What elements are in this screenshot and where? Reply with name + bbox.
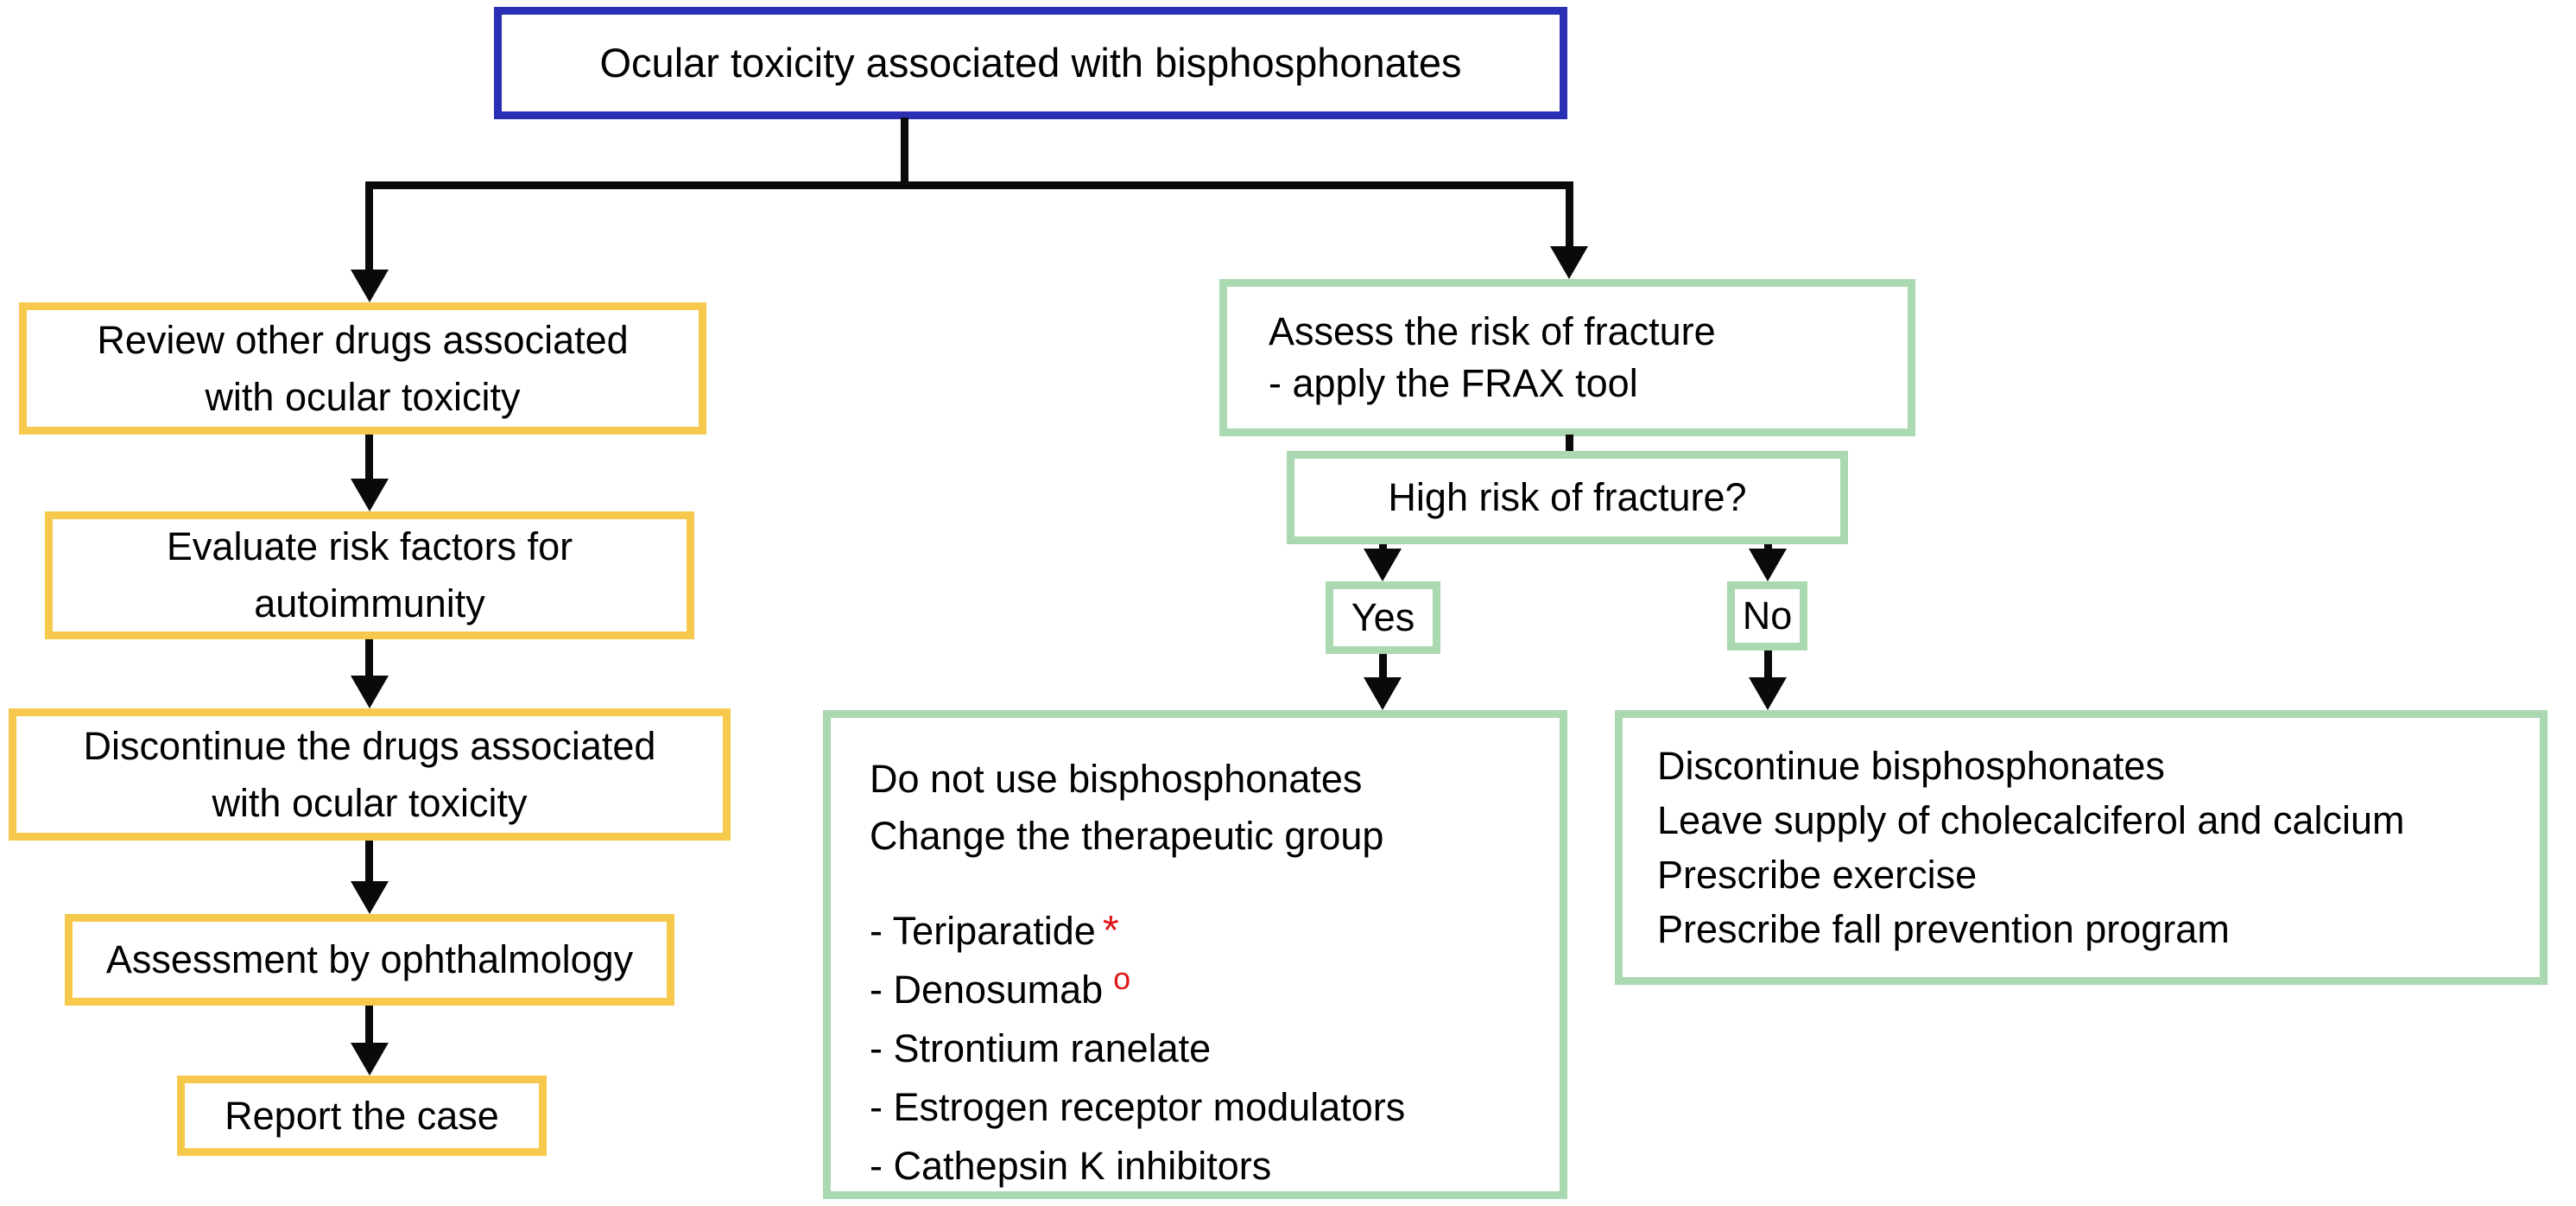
no-outcome-line-3: Prescribe exercise [1657, 853, 1978, 897]
arrowhead-question-no [1749, 549, 1787, 581]
connector-review-evaluate [365, 435, 373, 479]
list-item-text: - Estrogen receptor modulators [870, 1085, 1406, 1129]
node-title: Ocular toxicity associated with bisphosp… [494, 7, 1567, 119]
arrowhead-right-branch [1550, 246, 1588, 279]
node-high-risk-question: High risk of fracture? [1287, 451, 1848, 544]
node-discontinue-drugs: Discontinue the drugs associated with oc… [9, 708, 731, 841]
assessment-label: Assessment by ophthalmology [105, 937, 634, 981]
node-evaluate-risk: Evaluate risk factors for autoimmunity [45, 511, 694, 639]
list-item-strontium: - Strontium ranelate [870, 1019, 1405, 1078]
connector-branch-bar [367, 181, 1573, 189]
review-line-1: Review other drugs associated [97, 317, 629, 362]
superscript-o-marker: o [1113, 961, 1131, 996]
list-item-teriparatide: - Teriparatide* [870, 901, 1405, 961]
arrowhead-review-evaluate [351, 479, 389, 511]
connector-discontinue-assessment [365, 841, 373, 881]
arrowhead-discontinue-assessment [351, 881, 389, 914]
connector-trunk [901, 117, 908, 189]
alternative-drug-list: - Teriparatide* - Denosumab o - Strontium… [870, 901, 1405, 1196]
list-item-cathepsin-k: - Cathepsin K inhibitors [870, 1137, 1405, 1196]
arrowhead-yes-outcome [1364, 677, 1402, 710]
no-label: No [1742, 593, 1793, 638]
node-report-case: Report the case [177, 1076, 547, 1156]
no-outcome-line-1: Discontinue bisphosphonates [1657, 744, 2165, 788]
arrowhead-question-yes [1364, 549, 1402, 581]
review-line-2: with ocular toxicity [205, 374, 521, 419]
yes-outcome-intro-1: Do not use bisphosphonates [870, 757, 1363, 801]
asterisk-marker: * [1102, 907, 1119, 954]
connector-assessment-report [365, 1006, 373, 1043]
node-no: No [1727, 581, 1807, 651]
assess-line-1: Assess the risk of fracture [1269, 309, 1716, 353]
yes-outcome-intro-2: Change the therapeutic group [870, 814, 1384, 858]
list-item-denosumab: - Denosumab o [870, 961, 1405, 1019]
connector-evaluate-discontinue [365, 639, 373, 676]
connector-no-outcome [1764, 651, 1772, 677]
no-outcome-line-4: Prescribe fall prevention program [1657, 907, 2230, 951]
evaluate-line-1: Evaluate risk factors for [166, 524, 573, 568]
node-yes: Yes [1326, 581, 1440, 654]
yes-outcome-intro: Do not use bisphosphonates Change the th… [870, 751, 1383, 865]
connector-question-no [1764, 544, 1772, 551]
discontinue-line-2: with ocular toxicity [212, 780, 528, 825]
connector-right-branch [1566, 181, 1573, 246]
node-yes-outcome: Do not use bisphosphonates Change the th… [823, 710, 1567, 1199]
arrowhead-no-outcome [1749, 677, 1787, 710]
list-item-text: - Cathepsin K inhibitors [870, 1144, 1272, 1188]
assess-line-2: - apply the FRAX tool [1269, 361, 1638, 405]
title-label: Ocular toxicity associated with bisphosp… [599, 40, 1462, 86]
node-review-drugs: Review other drugs associated with ocula… [19, 302, 706, 435]
report-label: Report the case [225, 1093, 499, 1138]
question-label: High risk of fracture? [1388, 475, 1747, 519]
list-item-text: - Strontium ranelate [870, 1026, 1212, 1070]
yes-label: Yes [1351, 595, 1415, 639]
connector-question-yes [1379, 544, 1387, 551]
connector-assess-question [1566, 435, 1573, 451]
node-assess-fracture-risk: Assess the risk of fracture - apply the … [1219, 279, 1915, 436]
connector-yes-outcome [1379, 654, 1387, 677]
node-no-outcome: Discontinue bisphosphonates Leave supply… [1615, 710, 2548, 985]
arrowhead-assessment-report [351, 1043, 389, 1076]
connector-left-branch [365, 181, 373, 270]
arrowhead-left-branch [351, 270, 389, 302]
node-assessment-ophthalmology: Assessment by ophthalmology [65, 914, 674, 1006]
no-outcome-line-2: Leave supply of cholecalciferol and calc… [1657, 798, 2405, 842]
evaluate-line-2: autoimmunity [254, 581, 485, 625]
list-item-text: - Teriparatide [870, 909, 1096, 953]
list-item-text: - Denosumab [870, 968, 1104, 1012]
list-item-estrogen-modulators: - Estrogen receptor modulators [870, 1078, 1405, 1137]
discontinue-line-1: Discontinue the drugs associated [83, 723, 656, 768]
arrowhead-evaluate-discontinue [351, 676, 389, 708]
